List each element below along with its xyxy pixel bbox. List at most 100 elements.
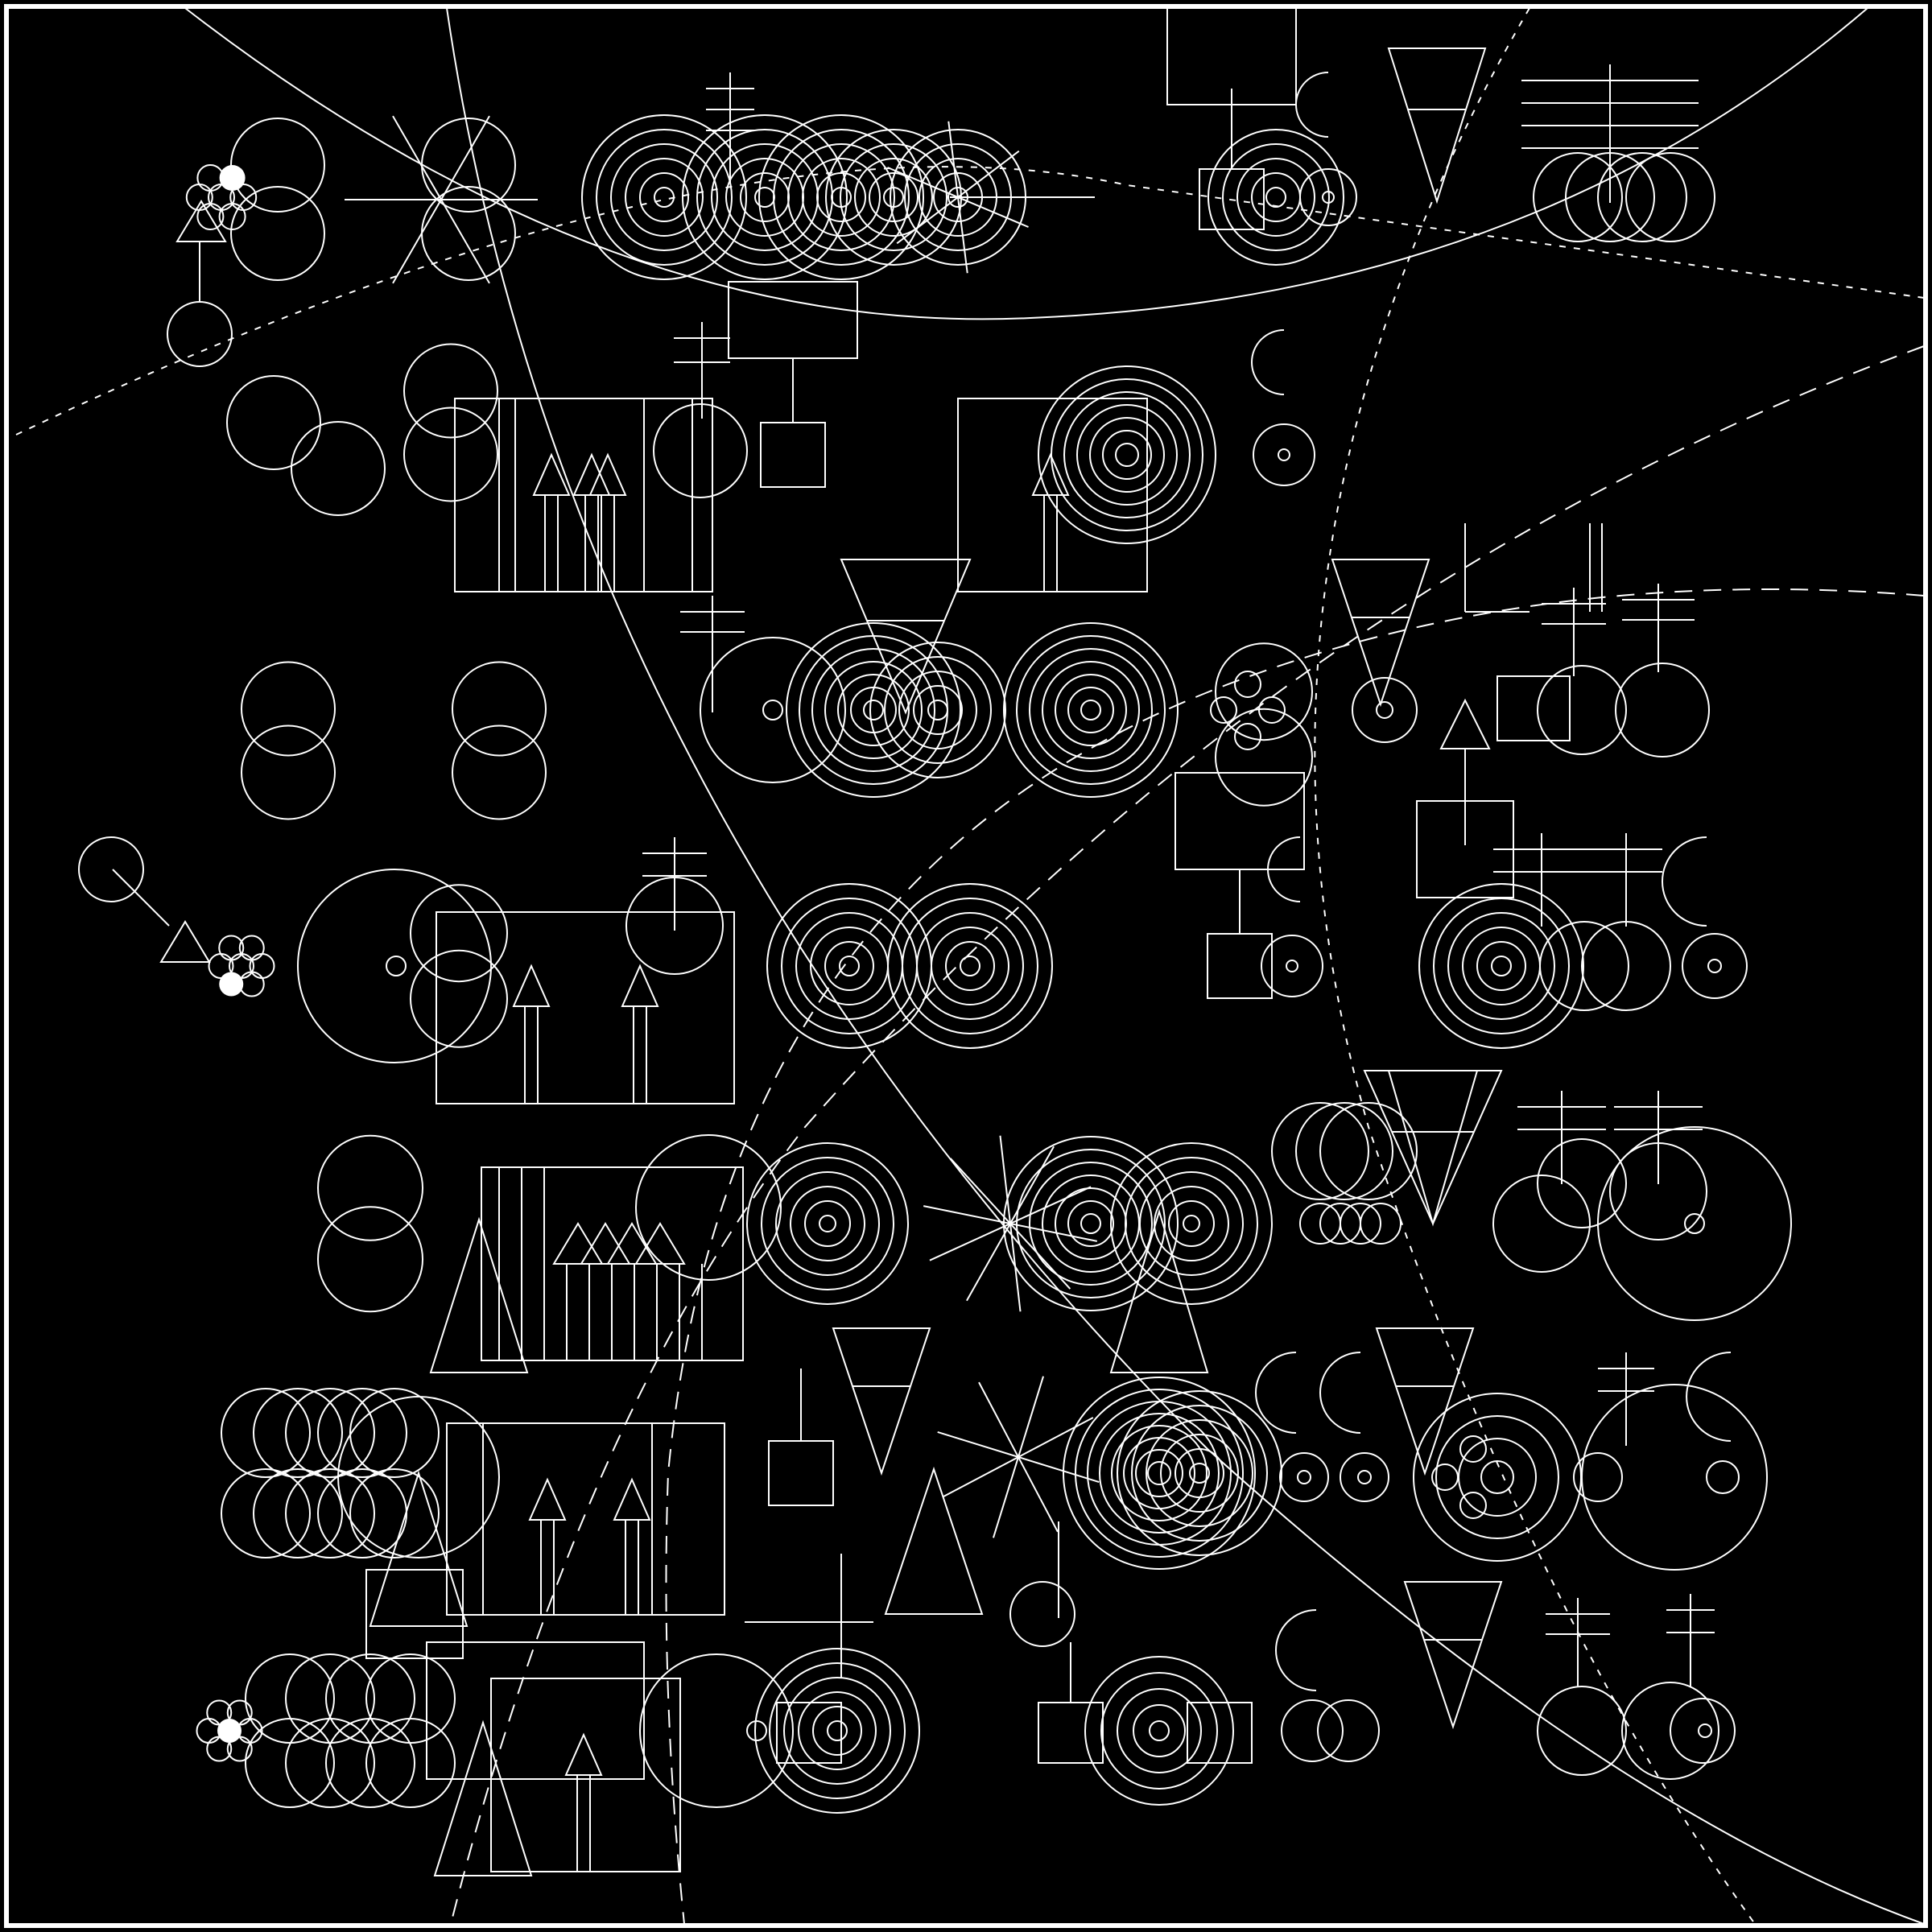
ring [1706,1460,1740,1494]
dashed-curve [665,588,1925,1925]
concentric-circles [1117,1390,1282,1556]
triangle [175,200,227,242]
ring [241,724,336,820]
ring [1102,430,1152,480]
ladder-cross [1590,833,1662,927]
ring [349,1388,440,1478]
hook-arc [1255,1352,1297,1434]
upright-triangle [429,1216,529,1373]
ring [317,1134,423,1241]
ring [1160,1434,1239,1513]
hook-arc [1251,329,1285,395]
concentric-circles [1110,1142,1273,1305]
ring [1258,696,1286,724]
ring [1029,648,1153,772]
ring [816,172,866,222]
concentric-circles [1208,129,1344,266]
upright-triangle [1109,1208,1209,1373]
ring [1215,708,1313,807]
upright-triangle [552,1222,604,1265]
ring [410,949,508,1048]
frame-border [4,4,1928,1928]
triangle [433,1719,533,1876]
ring [365,1718,456,1808]
ring [1139,1171,1244,1276]
ring [1539,921,1629,1011]
ring [1698,1724,1712,1738]
ring [1621,1682,1719,1780]
ring [317,1206,423,1313]
upright-triangle [433,1719,533,1876]
ring [775,1171,880,1276]
ring [837,674,910,746]
ring [403,407,498,502]
ring [1625,152,1715,242]
ladder-cross [1546,1598,1610,1686]
ring [783,1677,891,1785]
ring [386,956,407,976]
arrow-post [532,452,571,592]
ring [1418,883,1584,1049]
ring [253,1388,343,1478]
ring [596,129,733,266]
ring [1003,1136,1179,1311]
ring [1135,1449,1183,1497]
ring [1063,1377,1256,1570]
ring [824,661,923,759]
ring [1565,152,1655,242]
rectangle [454,398,713,592]
ring [1234,723,1261,750]
ring [1670,1698,1736,1764]
ring [167,301,233,367]
ring [349,1468,440,1558]
inverted-triangle [832,1327,931,1476]
ring [1537,665,1627,755]
ring [365,1653,456,1744]
dashed-curve [1314,7,1756,1925]
triangle [512,964,551,1007]
ring [1067,687,1114,733]
ring [1447,912,1555,1020]
ring [869,642,1006,778]
ring [639,1653,794,1808]
stem [112,869,170,927]
ring [1075,1389,1244,1558]
star-cross [923,1135,1098,1312]
triangle [532,452,571,496]
rectangle [1207,933,1273,999]
ring [1253,423,1315,486]
triangle [621,964,659,1007]
ring [1149,1720,1170,1741]
ring [916,912,1024,1020]
ring [291,421,386,516]
ladder-cross [642,837,707,931]
ring [639,172,689,222]
ring [452,661,547,757]
ring [1183,1215,1200,1232]
ring [421,186,516,281]
ring [1174,1448,1224,1498]
triangle [1375,1327,1475,1476]
rectangle [760,422,826,488]
ring [1016,635,1166,785]
hook-arc [1275,1609,1317,1691]
ring [1133,1704,1186,1757]
ring [802,158,881,237]
triangle [884,1466,984,1615]
hook-arc [1295,72,1329,138]
ring [1271,1102,1369,1200]
rectangle [776,1702,842,1764]
rectangle [365,1569,464,1659]
triangle [159,920,211,963]
ring [898,671,977,749]
ladder-cross [1521,64,1699,203]
rectangle [436,911,735,1104]
ring [1084,1656,1234,1806]
concentric-circles [1038,365,1216,544]
ring [854,158,933,237]
ring [1322,191,1335,204]
ring [230,118,325,213]
rectangle [768,1440,834,1506]
